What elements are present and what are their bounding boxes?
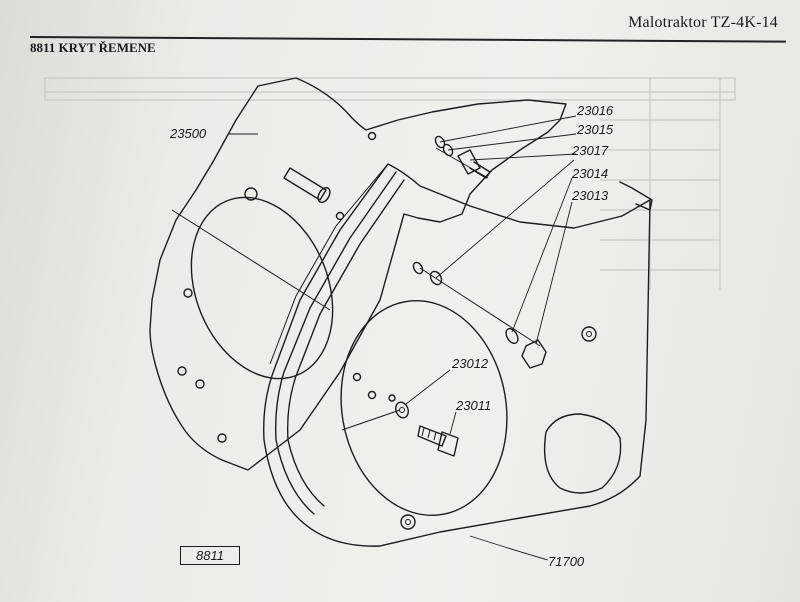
leader-lines bbox=[228, 115, 577, 561]
figure-number-box: 8811 bbox=[180, 546, 240, 565]
label-23015: 23015 bbox=[576, 122, 614, 137]
label-23013: 23013 bbox=[571, 188, 609, 203]
backing-plate-23500 bbox=[149, 77, 567, 471]
label-23014: 23014 bbox=[571, 166, 608, 181]
part-number-labels: 23500 23016 23015 23017 23014 23013 2301… bbox=[169, 103, 614, 569]
label-23012: 23012 bbox=[451, 356, 489, 371]
label-23011: 23011 bbox=[455, 398, 491, 413]
section-title: 8811 KRYT ŘEMENE bbox=[30, 40, 156, 55]
hardware-parts bbox=[395, 135, 547, 457]
label-71700: 71700 bbox=[548, 554, 585, 569]
belt-cover-71700 bbox=[263, 147, 653, 547]
label-23500: 23500 bbox=[169, 126, 207, 141]
label-23016: 23016 bbox=[576, 103, 614, 118]
header-title: Malotraktor TZ-4K-14 bbox=[628, 14, 778, 31]
show-through-table bbox=[44, 77, 736, 290]
label-23017: 23017 bbox=[571, 143, 609, 158]
